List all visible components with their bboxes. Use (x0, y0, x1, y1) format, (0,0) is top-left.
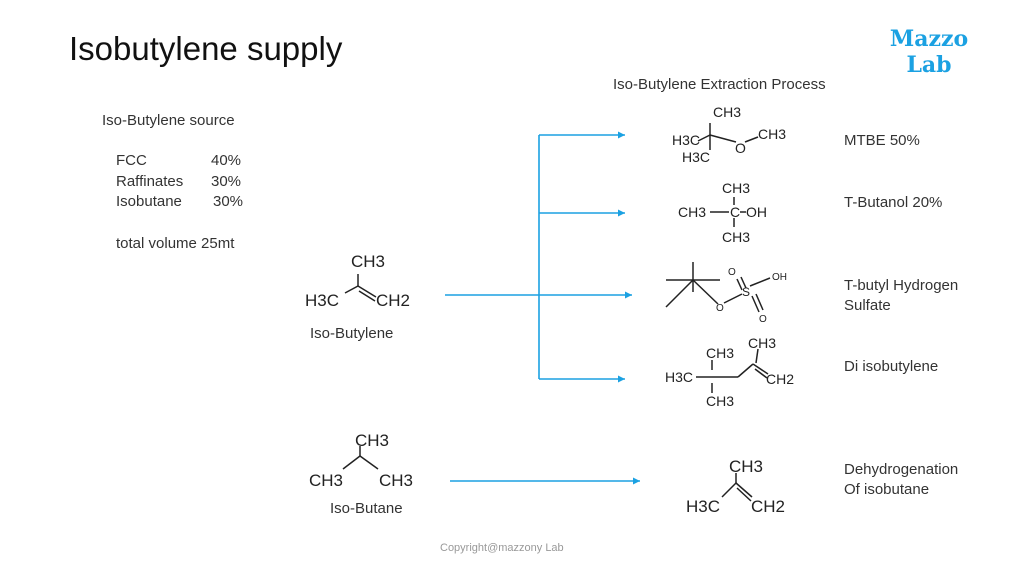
product-diisobutylene-label: Di isobutylene (844, 358, 939, 375)
product-dehydrogenation-label: Dehydrogenation Of isobutane (844, 460, 958, 500)
product-sulfate-line2: Sulfate (844, 297, 891, 314)
product-mtbe-label: MTBE 50% (844, 132, 920, 149)
product-sulfate-label: T-butyl Hydrogen Sulfate (844, 276, 958, 316)
isobutane-label: Iso-Butane (330, 500, 403, 517)
sulfate-oh: OH (772, 272, 787, 283)
isobutylene-right-ch3-top: CH3 (729, 457, 763, 476)
isobutane-ch3-top: CH3 (355, 431, 389, 450)
mtbe-h3c-bottom: H3C (682, 149, 710, 165)
mtbe-h3c-left: H3C (672, 132, 700, 148)
tbutanol-ch3-bottom: CH3 (722, 229, 750, 245)
mtbe-ch3-top: CH3 (713, 104, 741, 120)
source-item-value: 30% (211, 173, 242, 190)
sulfate-o-top: O (728, 267, 736, 278)
product-dehydrogenation-line1: Dehydrogenation (844, 461, 959, 478)
diisobutylene-ch3-top1: CH3 (706, 345, 734, 361)
isobutylene-ch2-right: CH2 (376, 291, 410, 310)
product-tbutanol-label: T-Butanol 20% (844, 194, 943, 211)
source-item-value: 40% (211, 152, 242, 169)
diisobutylene-h3c-left: H3C (665, 369, 693, 385)
source-item-name: FCC (116, 152, 147, 169)
isobutylene-right-ch2-right: CH2 (751, 497, 785, 516)
isobutylene-label: Iso-Butylene (310, 325, 394, 342)
logo-line1: Mazzo (889, 26, 969, 52)
process-heading: Iso-Butylene Extraction Process (613, 76, 826, 93)
tbutanol-oh: OH (746, 204, 767, 220)
logo: Mazzo Lab (884, 26, 974, 78)
isobutylene-h3c-left: H3C (305, 291, 339, 310)
copyright: Copyright@mazzony Lab (440, 542, 564, 554)
sulfate-o-bottom: O (759, 314, 767, 325)
diisobutylene-ch3-top2: CH3 (748, 335, 776, 351)
diisobutylene-ch3-bottom: CH3 (706, 393, 734, 409)
source-item-name: Isobutane (116, 193, 182, 210)
logo-line2: Lab (906, 52, 952, 78)
isobutane-ch3-left: CH3 (309, 471, 343, 490)
tbutanol-ch3-left: CH3 (678, 204, 706, 220)
source-item-name: Raffinates (116, 173, 184, 190)
product-dehydrogenation-line2: Of isobutane (844, 481, 930, 498)
sulfate-s: S (742, 285, 750, 299)
diisobutylene-ch2-right: CH2 (766, 371, 794, 387)
isobutylene-right-h3c-left: H3C (686, 497, 720, 516)
mtbe-o: O (735, 140, 746, 156)
source-item-value: 30% (213, 193, 244, 210)
isobutylene-ch3-top: CH3 (351, 252, 385, 271)
tbutanol-c: C (730, 204, 740, 220)
page-title: Isobutylene supply (69, 30, 343, 67)
isobutane-ch3-right: CH3 (379, 471, 413, 490)
product-sulfate-line1: T-butyl Hydrogen (844, 277, 959, 294)
source-heading: Iso-Butylene source (102, 112, 235, 129)
mtbe-ch3-right: CH3 (758, 126, 786, 142)
total-volume: total volume 25mt (116, 235, 235, 252)
sulfate-o-ester: O (716, 303, 724, 314)
tbutanol-ch3-top: CH3 (722, 180, 750, 196)
